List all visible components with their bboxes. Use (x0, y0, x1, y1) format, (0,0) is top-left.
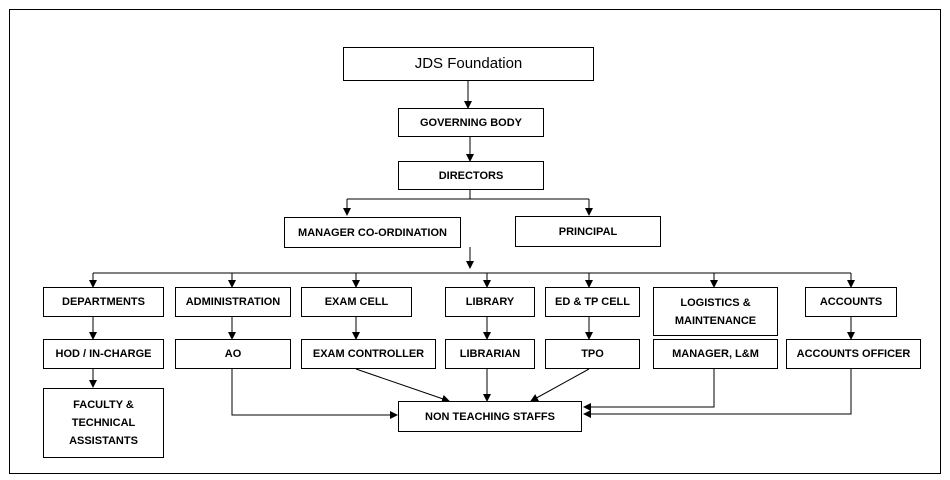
node-ao: AO (175, 339, 291, 369)
node-hod-in-charge: HOD / IN-CHARGE (43, 339, 164, 369)
node-manager-lm: MANAGER, L&M (653, 339, 778, 369)
node-administration: ADMINISTRATION (175, 287, 291, 317)
node-accounts-officer: ACCOUNTS OFFICER (786, 339, 921, 369)
node-exam-controller: EXAM CONTROLLER (301, 339, 436, 369)
node-non-teaching-staffs: NON TEACHING STAFFS (398, 401, 582, 432)
node-faculty-technical-assistants: FACULTY & TECHNICAL ASSISTANTS (43, 388, 164, 458)
node-library: LIBRARY (445, 287, 535, 317)
node-departments: DEPARTMENTS (43, 287, 164, 317)
node-exam-cell: EXAM CELL (301, 287, 412, 317)
node-directors: DIRECTORS (398, 161, 544, 190)
node-tpo: TPO (545, 339, 640, 369)
node-jds-foundation: JDS Foundation (343, 47, 594, 81)
node-logistics-maintenance: LOGISTICS & MAINTENANCE (653, 287, 778, 336)
node-governing-body: GOVERNING BODY (398, 108, 544, 137)
node-librarian: LIBRARIAN (445, 339, 535, 369)
node-ed-tp-cell: ED & TP CELL (545, 287, 640, 317)
node-manager-coordination: MANAGER CO-ORDINATION (284, 217, 461, 248)
node-accounts: ACCOUNTS (805, 287, 897, 317)
diagram-frame (9, 9, 941, 474)
node-principal: PRINCIPAL (515, 216, 661, 247)
